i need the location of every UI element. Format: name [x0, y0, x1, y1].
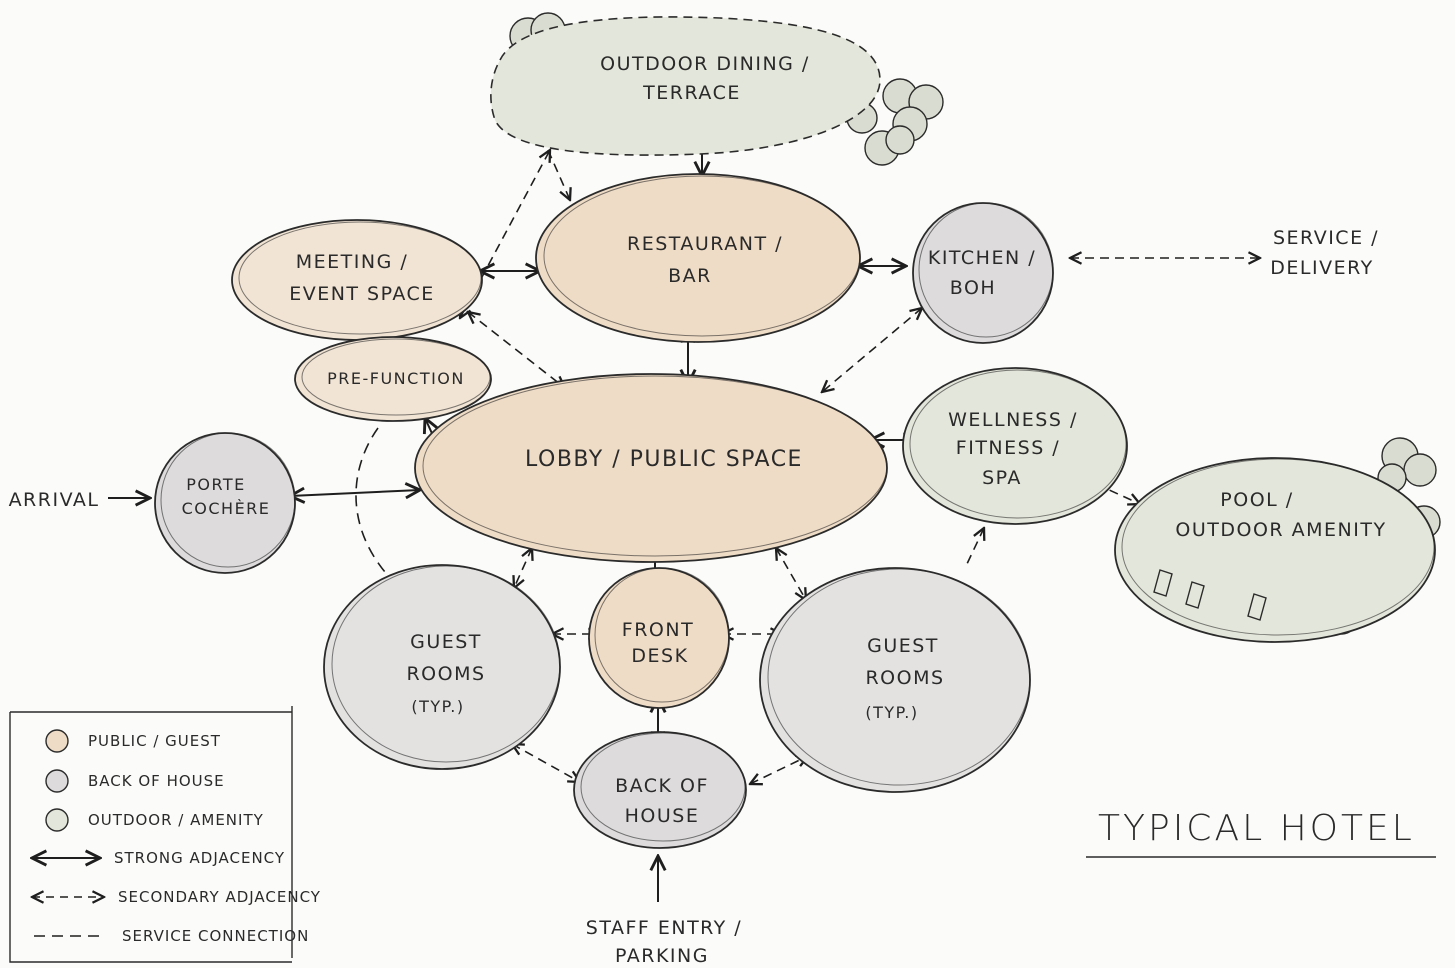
kitchen-label-2: BOH: [950, 277, 996, 299]
guest-left-label-3: (TYP.): [411, 697, 464, 716]
bubble-outdoor-dining: [490, 16, 881, 156]
bubble-meeting: [231, 219, 483, 341]
staff-entry-label-1: STAFF ENTRY /: [586, 917, 742, 939]
boh-label-1: BACK OF: [615, 775, 709, 797]
service-label-1: SERVICE /: [1273, 227, 1379, 249]
sec-meeting-lobby: [468, 312, 565, 388]
front-desk-label-1: FRONT: [622, 619, 694, 641]
legend-secondary-label: SECONDARY ADJACENCY: [118, 888, 321, 906]
prefunction-label: PRE-FUNCTION: [327, 369, 465, 388]
porte-label-2: COCHÈRE: [182, 499, 271, 518]
arrival-label: ARRIVAL: [9, 489, 100, 511]
sec-kitchen-lobby: [822, 308, 922, 392]
svc-prefunction-guestleft: [355, 427, 393, 581]
pool-lounge-chairs: [1153, 569, 1267, 621]
bubble-lobby: [414, 373, 888, 563]
bubble-back-of-house: [573, 731, 747, 849]
bubble-restaurant: [535, 173, 861, 343]
external-labels: ARRIVAL SERVICE / DELIVERY STAFF ENTRY /…: [9, 227, 1379, 967]
boh-label-2: HOUSE: [625, 805, 700, 827]
restaurant-label-1: RESTAURANT /: [627, 233, 783, 255]
legend: PUBLIC / GUEST BACK OF HOUSE OUTDOOR / A…: [9, 706, 321, 963]
legend-outdoor-label: OUTDOOR / AMENITY: [88, 811, 264, 829]
guest-right-label-3: (TYP.): [865, 703, 918, 722]
kitchen-label-1: KITCHEN /: [928, 247, 1036, 269]
legend-boh-label: BACK OF HOUSE: [88, 772, 225, 790]
front-desk-label-2: DESK: [631, 645, 688, 667]
guest-left-label-1: GUEST: [410, 631, 482, 653]
legend-strong-label: STRONG ADJACENCY: [114, 849, 285, 867]
strong-porte-lobby: [290, 490, 420, 496]
sec-wellness-guestright: [965, 528, 984, 567]
legend-swatch-outdoor: [45, 808, 69, 832]
wellness-label-3: SPA: [982, 467, 1022, 489]
wellness-label-2: FITNESS /: [956, 437, 1060, 459]
bubble-prefunction: [294, 336, 492, 422]
sec-guestleft-boh: [512, 744, 580, 782]
sec-lobby-guestleft: [514, 548, 532, 588]
bubble-guest-rooms-right: [759, 567, 1031, 793]
sec-boh-guestright: [750, 756, 808, 784]
restaurant-label-2: BAR: [668, 265, 712, 287]
service-label-2: DELIVERY: [1270, 257, 1373, 279]
bubble-front-desk: [588, 567, 730, 709]
bubble-kitchen: [912, 202, 1054, 344]
bubble-wellness: [902, 367, 1128, 525]
outdoor-dining-label-2: TERRACE: [642, 82, 741, 104]
lobby-label: LOBBY / PUBLIC SPACE: [525, 447, 803, 472]
meeting-label-2: EVENT SPACE: [289, 283, 435, 305]
pool-label-1: POOL /: [1220, 489, 1293, 511]
legend-frame: [9, 706, 293, 963]
staff-entry-label-2: PARKING: [615, 945, 709, 967]
outdoor-dining-label-1: OUTDOOR DINING /: [600, 53, 810, 75]
sec-terrace-restaurant: [547, 149, 570, 200]
legend-service-label: SERVICE CONNECTION: [122, 927, 309, 945]
guest-right-label-2: ROOMS: [865, 667, 944, 689]
wellness-label-1: WELLNESS /: [948, 409, 1078, 431]
legend-swatch-boh: [45, 769, 69, 793]
diagram-title-group: TYPICAL HOTEL: [1086, 808, 1436, 858]
space-labels: OUTDOOR DINING / TERRACE RESTAURANT / BA…: [182, 53, 1386, 827]
bubble-guest-rooms-left: [323, 564, 561, 770]
legend-swatch-public: [45, 729, 69, 753]
pool-label-2: OUTDOOR AMENITY: [1175, 519, 1386, 541]
meeting-label-1: MEETING /: [296, 251, 409, 273]
guest-left-label-2: ROOMS: [406, 663, 485, 685]
diagram-title: TYPICAL HOTEL: [1098, 808, 1415, 849]
guest-right-label-1: GUEST: [867, 635, 939, 657]
bubble-porte-cochere: [154, 432, 296, 574]
sec-lobby-guestright: [776, 548, 806, 600]
bubble-pool: [1114, 457, 1436, 643]
legend-public-label: PUBLIC / GUEST: [88, 732, 221, 750]
porte-label-1: PORTE: [186, 475, 246, 494]
